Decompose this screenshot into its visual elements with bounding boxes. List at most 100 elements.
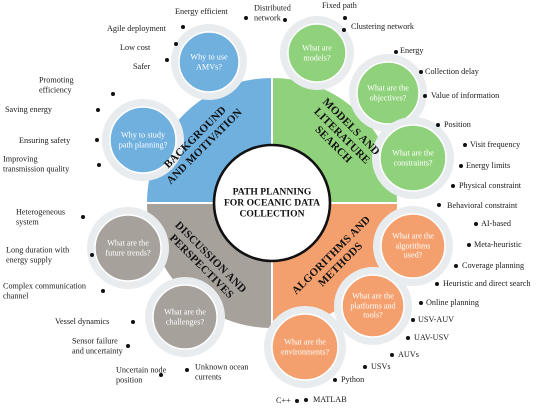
item-dot — [126, 344, 130, 348]
bubble-what-future-trends: What are the future trends? — [105, 238, 151, 257]
item-heterogeneous-system: Heterogeneous system — [16, 207, 66, 226]
item-dot — [101, 289, 105, 293]
item-unknown-ocean-currents: Unknown ocean currents — [195, 362, 249, 381]
item-long-duration-energy-supply: Long duration with energy supply — [6, 245, 70, 264]
bubble-why-use-amvs: Why to use AMVs? — [190, 52, 228, 71]
item-energy-limits: Energy limits — [466, 161, 511, 171]
item-fixed-path: Fixed path — [322, 1, 357, 11]
item-visit-frequency: Visit frequency — [470, 140, 521, 150]
bubble-what-are-objectives: What are the objectives? — [367, 83, 409, 102]
item-agile-deployment: Agile deployment — [107, 24, 166, 34]
item-dots — [81, 16, 478, 403]
item-dot — [181, 25, 185, 29]
item-dot — [95, 138, 99, 142]
item-dot — [437, 203, 441, 207]
item-dot — [474, 222, 478, 226]
center-title: PATH PLANNING FOR OCEANIC DATA COLLECTIO… — [223, 186, 321, 220]
item-heuristic-and-direct-search: Heuristic and direct search — [443, 279, 531, 289]
bubble-what-environments: What are the environments? — [280, 337, 330, 356]
item-auvs: AUVs — [398, 350, 419, 360]
item-cpp: C++ — [276, 396, 291, 406]
bubble-circle-what-are-objectives — [356, 61, 420, 125]
item-behavioral-constraint: Behavioral constraint — [447, 201, 518, 211]
item-physical-constraint: Physical constraint — [459, 181, 522, 191]
item-position: Position — [444, 120, 471, 130]
item-saving-energy: Saving energy — [5, 105, 52, 115]
item-meta-heuristic: Meta-heuristic — [474, 240, 522, 250]
item-dot — [165, 58, 169, 62]
item-sensor-failure-uncertainty: Sensor failure and uncertainty — [72, 336, 123, 355]
item-distributed-network: Distributed network — [254, 3, 291, 22]
item-dot — [459, 164, 463, 168]
item-promoting-efficiency: Promoting efficiency — [39, 75, 74, 94]
bubble-why-study-path-planning: Why to study path planning? — [118, 130, 168, 149]
bubble-circle-what-platforms-tools — [341, 274, 405, 338]
item-vessel-dynamics: Vessel dynamics — [55, 317, 110, 327]
bubble-circle-what-challenges — [152, 284, 218, 350]
item-dot — [467, 243, 471, 247]
item-safer: Safer — [133, 62, 151, 72]
bubble-circle-what-are-constraints — [379, 124, 447, 192]
item-dot — [244, 16, 248, 20]
item-dot — [97, 163, 101, 167]
item-dot — [419, 301, 423, 305]
item-collection-delay: Collection delay — [425, 67, 479, 77]
item-dot — [185, 368, 189, 372]
item-dot — [96, 108, 100, 112]
item-usv-auv: USV-AUV — [418, 315, 455, 325]
item-dot — [333, 378, 337, 382]
bubble-what-are-constraints: What are the constraints? — [392, 148, 434, 167]
item-dot — [342, 28, 346, 32]
item-dot — [174, 42, 178, 46]
bubble-circle-why-use-amvs — [178, 31, 240, 93]
item-complex-communication-channel: Complex communication channel — [3, 281, 86, 300]
item-usvs: USVs — [371, 362, 391, 372]
item-dot — [436, 123, 440, 127]
item-dot — [131, 320, 135, 324]
item-energy: Energy — [400, 46, 424, 56]
item-dot — [81, 215, 85, 219]
item-dot — [159, 373, 163, 377]
item-dot — [423, 94, 427, 98]
item-matlab: MATLAB — [313, 395, 347, 405]
item-improving-transmission-quality: Improving transmission quality — [3, 154, 70, 173]
bubble-circle-what-are-models — [287, 23, 347, 83]
item-dot — [451, 184, 455, 188]
bubble-what-platforms-tools: What are the platforms and tools? — [350, 291, 396, 320]
bubble-what-are-models: What are models? — [302, 43, 332, 62]
item-dot — [394, 50, 398, 54]
item-dot — [90, 253, 94, 257]
item-ensuring-safety: Ensuring safety — [19, 136, 71, 146]
item-dot — [419, 70, 423, 74]
bubble-circle-what-environments — [271, 313, 339, 381]
item-dot — [435, 282, 439, 286]
item-python: Python — [341, 375, 365, 385]
item-dot — [304, 398, 308, 402]
bubble-what-algorithms-used: What are the algorithms used? — [392, 231, 434, 260]
item-dot — [454, 264, 458, 268]
item-online-planning: Online planning — [426, 298, 479, 308]
bubble-circle-why-study-path-planning — [109, 106, 177, 174]
item-dot — [411, 318, 415, 322]
item-low-cost: Low cost — [120, 43, 151, 53]
bubble-circle-what-future-trends — [94, 214, 162, 282]
item-energy-efficient: Energy efficient — [175, 7, 228, 17]
item-dot — [406, 336, 410, 340]
item-ai-based: AI-based — [481, 219, 512, 229]
item-dot — [283, 18, 287, 22]
item-dot — [363, 365, 367, 369]
bubble-what-challenges: What are the challenges? — [164, 307, 206, 326]
item-coverage-planning: Coverage planning — [462, 261, 525, 271]
item-uncertain-node-position: Uncertain node position — [116, 365, 167, 384]
item-dot — [343, 16, 347, 20]
item-dot — [463, 143, 467, 147]
item-dot — [390, 353, 394, 357]
item-uav-usv: UAV-USV — [414, 333, 450, 343]
question-bubbles — [87, 16, 454, 388]
item-dot — [295, 399, 299, 403]
item-clustering-network: Clustering network — [351, 22, 414, 32]
center-circle — [212, 143, 332, 263]
bubble-circle-what-algorithms-used — [380, 213, 446, 279]
